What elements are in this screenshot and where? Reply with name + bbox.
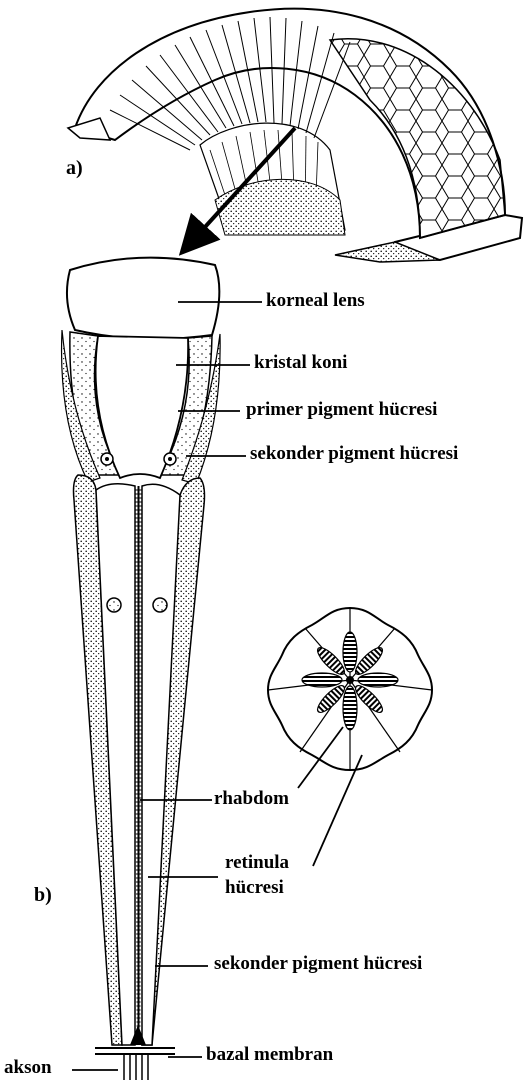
label-korneal-lens: korneal lens [266,291,365,311]
ommatidium-illustration [62,258,221,1080]
label-kristal-koni: kristal koni [254,353,347,373]
corneal-lens-shape [67,258,219,339]
label-primer-pigment: primer pigment hücresi [246,400,437,420]
label-sekonder-pigment-top: sekonder pigment hücresi [250,444,458,464]
label-akson: akson [4,1058,52,1078]
label-retinula-1: retinula [225,853,289,873]
label-bazal-membran: bazal membran [206,1045,333,1065]
cross-section-illustration [268,608,432,770]
panel-a-label: a) [66,158,83,179]
label-rhabdom: rhabdom [214,789,289,809]
label-sekonder-pigment-bottom: sekonder pigment hücresi [214,954,422,974]
panel-b-label: b) [34,885,52,906]
label-retinula-2: hücresi [225,878,284,898]
compound-eye-illustration [68,9,522,262]
